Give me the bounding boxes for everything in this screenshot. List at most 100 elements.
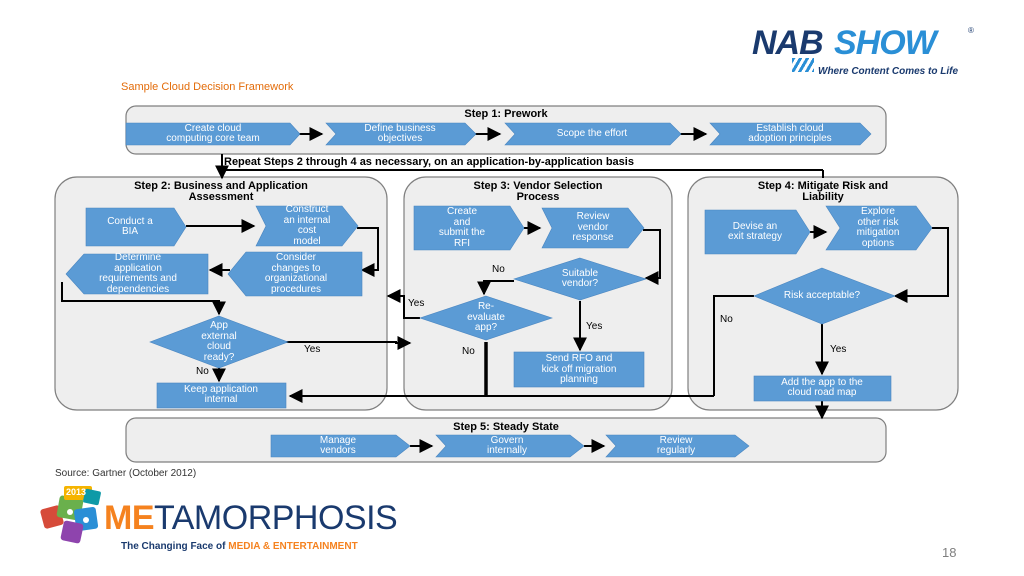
edge-label-suitable-no: No: [492, 264, 505, 275]
node-label-line: Devise an: [732, 220, 778, 232]
node-label-line: computing core team: [166, 133, 260, 144]
subtitle-accent: MEDIA & ENTERTAINMENT: [228, 541, 358, 552]
risk-no-line: [713, 295, 754, 396]
node-label-line: Define business: [364, 122, 436, 134]
node-label-line: model: [293, 235, 321, 247]
node-label-line: and: [453, 216, 471, 228]
node-cost-model: [255, 205, 359, 247]
node-label-line: Manage: [319, 434, 357, 446]
node-suitable: [513, 257, 647, 301]
node-determine: [65, 253, 209, 295]
arrow-review-to-suitable: [643, 229, 661, 285]
node-reevaluate: [419, 295, 553, 341]
metamorphosis-wordmark: METAMORPHOSIS: [104, 499, 398, 537]
node-review-regularly: [605, 434, 750, 458]
node-establish: [709, 122, 872, 146]
nabshow-logo: NAB SHOW ® Where Content Comes to Life: [752, 24, 984, 84]
node-label-line: RFI: [453, 237, 471, 249]
node-label-line: Explore: [861, 206, 895, 217]
node-label-line: procedures: [270, 283, 322, 295]
edge-label-risk-no: No: [720, 314, 733, 325]
edge-label-reeval-no: No: [462, 346, 475, 357]
nodes: [65, 122, 933, 458]
step2-heading: Step 2: Business and Application Assessm…: [55, 181, 387, 203]
repeat-note: Repeat Steps 2 through 4 as necessary, o…: [224, 156, 634, 168]
step3-heading-line1: Step 3: Vendor Selection: [473, 180, 603, 192]
node-label-line: exit strategy: [728, 231, 782, 242]
node-label-line: Review: [659, 434, 693, 446]
page-title: Sample Cloud Decision Framework: [121, 81, 294, 93]
node-label-line: submit the: [438, 227, 486, 238]
arrow-cost-to-changes: [357, 227, 379, 277]
node-review: [541, 207, 645, 249]
metamorphosis-rest: TAMORPHOSIS: [154, 499, 398, 537]
node-label-line: cloud: [207, 341, 231, 352]
node-bia: [85, 207, 187, 247]
node-label-line: regularly: [656, 445, 696, 456]
node-label-line: Create cloud: [184, 122, 242, 134]
nabshow-logo-nab: NAB: [752, 24, 824, 62]
node-label-line: ready?: [203, 351, 235, 363]
node-label-line: changes to: [271, 262, 321, 274]
node-label-scope: Scope the effort: [522, 127, 662, 140]
node-label-line: objectives: [377, 133, 423, 144]
node-label-line: Establish cloud: [756, 122, 824, 134]
node-label-line: Govern: [490, 434, 524, 446]
node-label-line: Re-: [477, 301, 495, 313]
node-label-line: evaluate: [467, 311, 505, 323]
step2-heading-line1: Step 2: Business and Application: [134, 180, 308, 192]
node-label-line: an internal: [283, 214, 331, 226]
step3-heading-line2: Process: [516, 191, 560, 203]
node-label-line: options: [861, 237, 895, 249]
node-label-line: Add the app to the: [781, 376, 863, 388]
edge-label-ready-no: No: [196, 366, 209, 377]
source-note: Source: Gartner (October 2012): [55, 468, 197, 479]
node-send-rfo: [513, 351, 645, 388]
step4-heading: Step 4: Mitigate Risk and Liability: [688, 181, 958, 203]
node-add-app: [753, 375, 892, 402]
arrow-ready-yes: [286, 336, 412, 350]
node-label-line: Suitable: [561, 267, 599, 279]
arrow-determine-to-ready: [61, 282, 226, 316]
step1-heading: Step 1: Prework: [464, 108, 548, 120]
nabshow-slash-icon: [792, 58, 814, 72]
node-label-line: vendor?: [561, 278, 599, 289]
subtitle-plain: The Changing Face of: [121, 541, 229, 552]
node-label-line: Create: [446, 206, 477, 217]
node-label-line: organizational: [264, 273, 328, 284]
node-create-team: [125, 122, 301, 146]
node-label-line: internal: [204, 394, 238, 405]
node-label-line: vendors: [320, 445, 356, 456]
metamorphosis-subtitle: The Changing Face of MEDIA & ENTERTAINME…: [121, 541, 358, 552]
node-label-line: Scope the effort: [556, 127, 628, 139]
node-label-line: internally: [486, 445, 528, 456]
node-label-line: Consider: [275, 252, 317, 263]
node-label-line: Determine: [114, 252, 162, 263]
arrow-suitable-no: [477, 280, 514, 296]
node-label-line: kick off migration: [541, 363, 617, 375]
edge-label-risk-yes: Yes: [830, 344, 847, 355]
node-label-line: response: [572, 232, 614, 244]
node-changes: [227, 251, 363, 297]
edge-label-ready-yes: Yes: [304, 344, 321, 355]
arrow-reeval-yes: [386, 289, 420, 319]
node-label-line: vendor: [577, 221, 609, 233]
node-keep-internal: [156, 382, 287, 409]
nabshow-logo-show: SHOW: [834, 24, 937, 62]
step5-heading: Step 5: Steady State: [453, 421, 559, 433]
node-label-line: requirements and: [99, 273, 177, 284]
